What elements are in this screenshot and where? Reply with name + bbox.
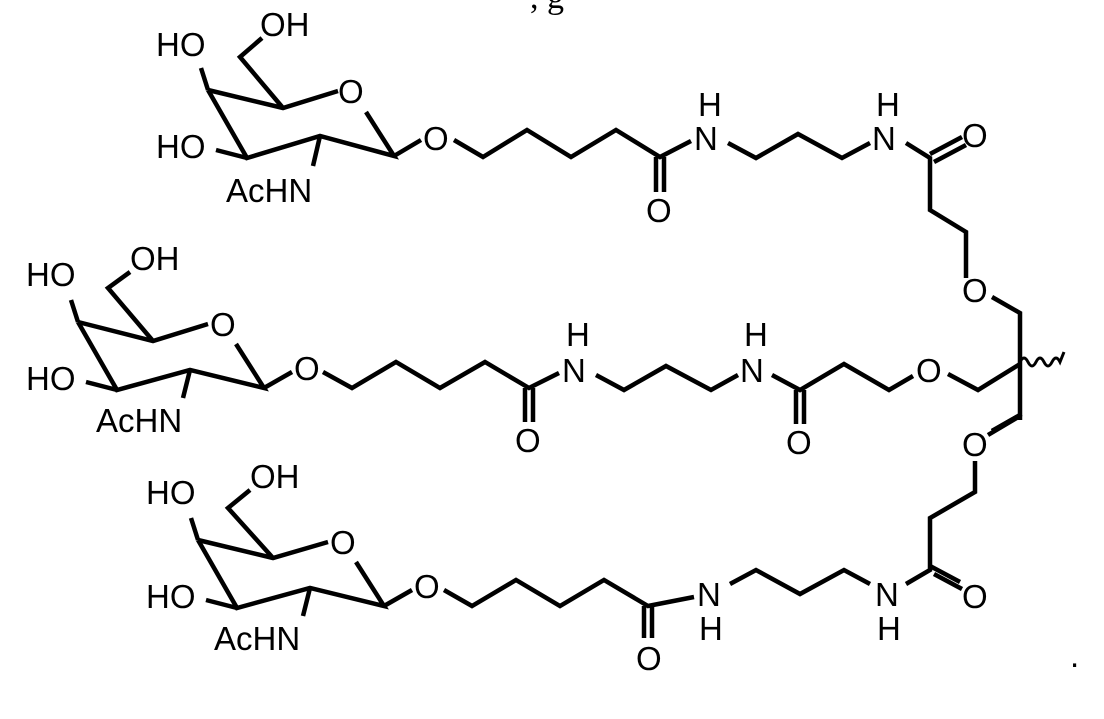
achn-label: AcHN	[96, 402, 182, 439]
amide-n-label: N	[694, 120, 718, 157]
oh-label: OH	[260, 6, 310, 43]
carbonyl-o-label: O	[515, 422, 541, 459]
galnac-top: HO OH O HO AcHN O O N H N H O O	[156, 6, 1023, 364]
amide-n-label: N	[562, 352, 586, 389]
amide-h-label: H	[744, 316, 768, 353]
ether-o-label: O	[962, 426, 988, 463]
amide-h-label: H	[877, 610, 901, 647]
carbonyl-o-label: O	[962, 578, 988, 615]
header-fragment: , g	[530, 0, 564, 16]
branching-core	[990, 351, 1066, 433]
ho-label: HO	[156, 26, 206, 63]
amide-h-label: H	[566, 316, 590, 353]
trailing-period: .	[1070, 637, 1079, 674]
ho-label: HO	[156, 128, 206, 165]
galnac-middle: HO OH O HO AcHN O O N H N H O O	[26, 240, 1022, 461]
oh-label: OH	[130, 240, 180, 277]
ring-o-label: O	[338, 73, 364, 110]
carbonyl-o-label: O	[646, 192, 672, 229]
amide-n-label: N	[697, 576, 721, 613]
ether-o-label: O	[916, 352, 942, 389]
achn-label: AcHN	[226, 172, 312, 209]
ho-label: HO	[146, 474, 196, 511]
amide-h-label: H	[698, 86, 722, 123]
carbonyl-o-label: O	[962, 117, 988, 154]
amide-h-label: H	[699, 610, 723, 647]
ether-o-label: O	[962, 272, 988, 309]
amide-n-label: N	[875, 576, 899, 613]
ho-label: HO	[26, 360, 76, 397]
achn-label: AcHN	[214, 620, 300, 657]
glycosidic-o-label: O	[294, 350, 320, 387]
ho-label: HO	[146, 578, 196, 615]
ring-o-label: O	[330, 524, 356, 561]
glycosidic-o-label: O	[423, 120, 449, 157]
glycosidic-o-label: O	[414, 568, 440, 605]
carbonyl-o-label: O	[786, 424, 812, 461]
wavy-attachment-bond	[1018, 351, 1066, 368]
amide-h-label: H	[876, 86, 900, 123]
amide-n-label: N	[740, 352, 764, 389]
galnac-bottom: HO OH O HO AcHN O O N H N H O O	[146, 413, 1022, 677]
ho-label: HO	[26, 256, 76, 293]
ring-o-label: O	[210, 306, 236, 343]
carbonyl-o-label: O	[636, 640, 662, 677]
oh-label: OH	[250, 458, 300, 495]
amide-n-label: N	[872, 120, 896, 157]
